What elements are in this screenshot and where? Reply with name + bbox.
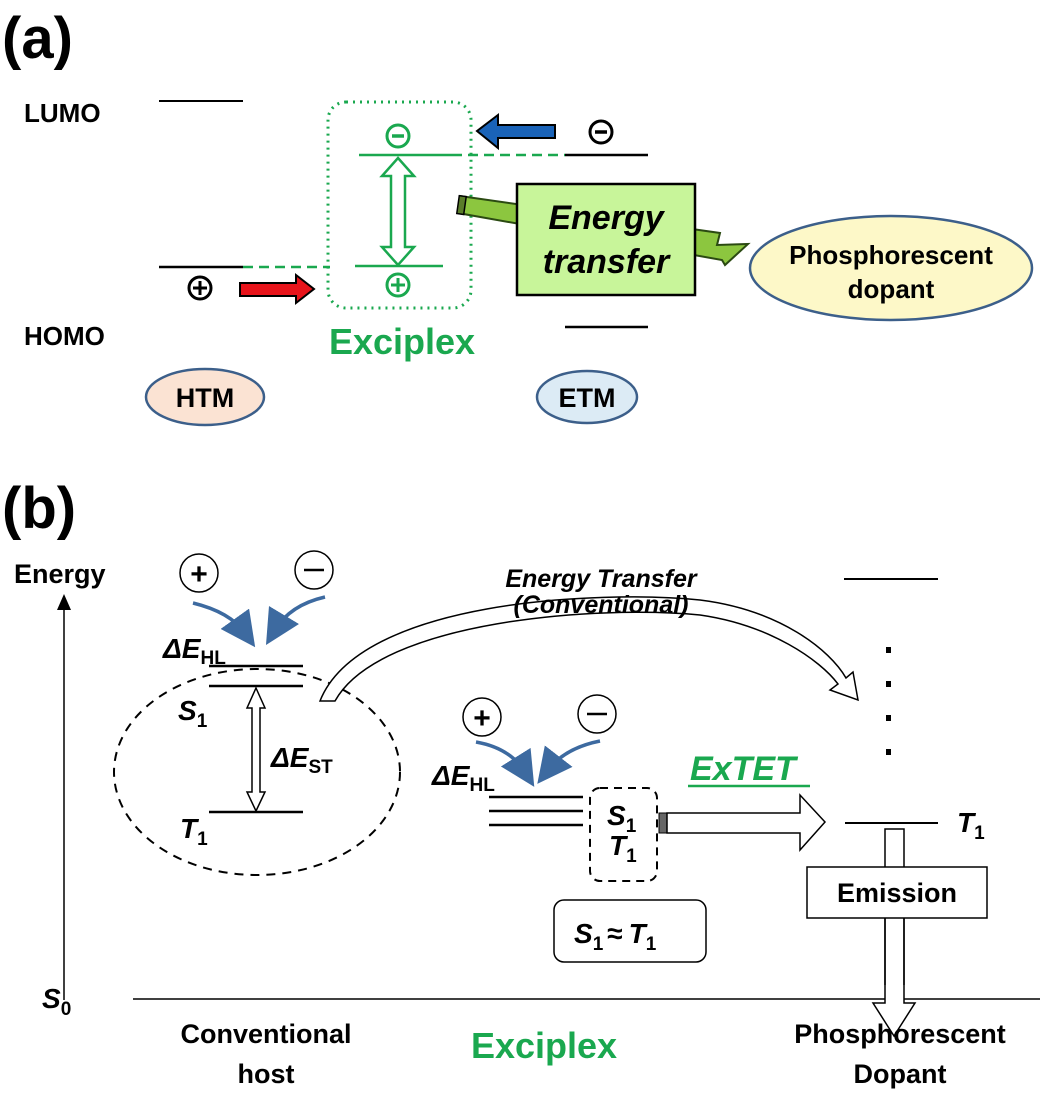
energy-axis-label: Energy: [14, 559, 106, 589]
htm-label: HTM: [176, 383, 234, 413]
charge-minus-exciplex: [577, 694, 617, 734]
energy-axis-arrowhead: [57, 594, 71, 610]
extet-label: ExTET: [690, 750, 799, 788]
energy-transfer-line2: transfer: [543, 243, 671, 281]
electron-symbol: [588, 119, 614, 145]
ellipsis-dot: [886, 681, 891, 687]
charge-minus-conventional: [294, 550, 334, 590]
s1-approx-t1-box: [553, 899, 707, 963]
exciplex-hole-injection-curve: [475, 740, 535, 787]
emission-box: [806, 866, 988, 919]
exciplex-t1-label: T1: [609, 830, 637, 867]
energy-transfer-title-line2: (Conventional): [514, 591, 689, 619]
conventional-host-dashed-ellipse: [113, 668, 401, 876]
exciplex-s1-label: S1: [607, 800, 637, 837]
category-exciplex: Exciplex: [471, 1025, 617, 1066]
exciplex-electron-injection-curve: [537, 739, 601, 784]
charge-plus-conventional: +: [179, 553, 219, 593]
category-dopant-line2: Dopant: [854, 1059, 947, 1089]
delta-e-hl-exciplex: ΔEHL: [431, 760, 495, 796]
hole-symbol: [187, 275, 213, 301]
dopant-t1-label: T1: [957, 807, 985, 844]
svg-text:+: +: [473, 702, 491, 735]
emission-label: Emission: [837, 878, 957, 908]
delta-e-st-arrow: [245, 686, 267, 813]
dopant-line2: dopant: [848, 274, 935, 304]
extet-arrow: [666, 793, 827, 852]
hole-injection-arrow: [239, 272, 316, 306]
extet-arrow-tail: [658, 812, 668, 834]
panel-b: (b) Energy S0 + ΔEHL S1 T1 ΔEST Energy T: [2, 476, 1040, 1089]
conventional-energy-transfer-arrow: [318, 596, 859, 702]
panel-a-label: (a): [2, 6, 73, 71]
charge-plus-exciplex: +: [462, 697, 502, 737]
energy-transfer-line1: Energy: [548, 199, 665, 237]
phosphorescent-dopant-oval: [748, 214, 1034, 322]
energy-transfer-arrow-tail: [455, 194, 468, 216]
exciplex-s1-t1-dashed-box: [589, 787, 658, 882]
delta-e-hl-conventional: ΔEHL: [162, 633, 226, 669]
exciplex-label: Exciplex: [329, 321, 475, 362]
ellipsis-dot: [886, 715, 891, 721]
hole-injection-curve: [192, 601, 256, 648]
conventional-t1-label: T1: [180, 813, 208, 850]
exciplex-electron-symbol: [385, 123, 411, 149]
emission-arrow: [871, 828, 917, 1038]
energy-transfer-box: [515, 182, 697, 297]
homo-label: HOMO: [24, 321, 105, 351]
s1-approx-t1-text: S1≈T1: [574, 918, 657, 955]
dopant-level-ellipsis: [886, 647, 891, 755]
category-dopant-line1: Phosphorescent: [794, 1019, 1006, 1049]
exciplex-dotted-box: [326, 100, 473, 310]
lumo-label: LUMO: [24, 98, 101, 128]
category-conventional-line1: Conventional: [180, 1019, 351, 1049]
exciplex-gap-arrow: [379, 156, 417, 267]
etm-label: ETM: [559, 383, 616, 413]
svg-text:+: +: [190, 558, 208, 591]
electron-injection-curve: [265, 595, 326, 646]
s0-label: S0: [42, 983, 71, 1020]
panel-a: (a) LUMO HOMO: [2, 6, 1034, 427]
delta-e-st-label: ΔEST: [270, 742, 333, 778]
energy-transfer-title-line1: Energy Transfer: [505, 565, 698, 593]
etm-oval: [535, 369, 639, 425]
ellipsis-dot: [886, 647, 891, 653]
electron-injection-arrow: [475, 112, 556, 151]
ellipsis-dot: [886, 749, 891, 755]
htm-oval: [144, 367, 266, 427]
exciplex-hole-symbol: [385, 272, 411, 298]
conventional-s1-label: S1: [178, 695, 208, 732]
panel-b-label: (b): [2, 476, 76, 541]
dopant-line1: Phosphorescent: [789, 240, 993, 270]
category-conventional-line2: host: [238, 1059, 295, 1089]
